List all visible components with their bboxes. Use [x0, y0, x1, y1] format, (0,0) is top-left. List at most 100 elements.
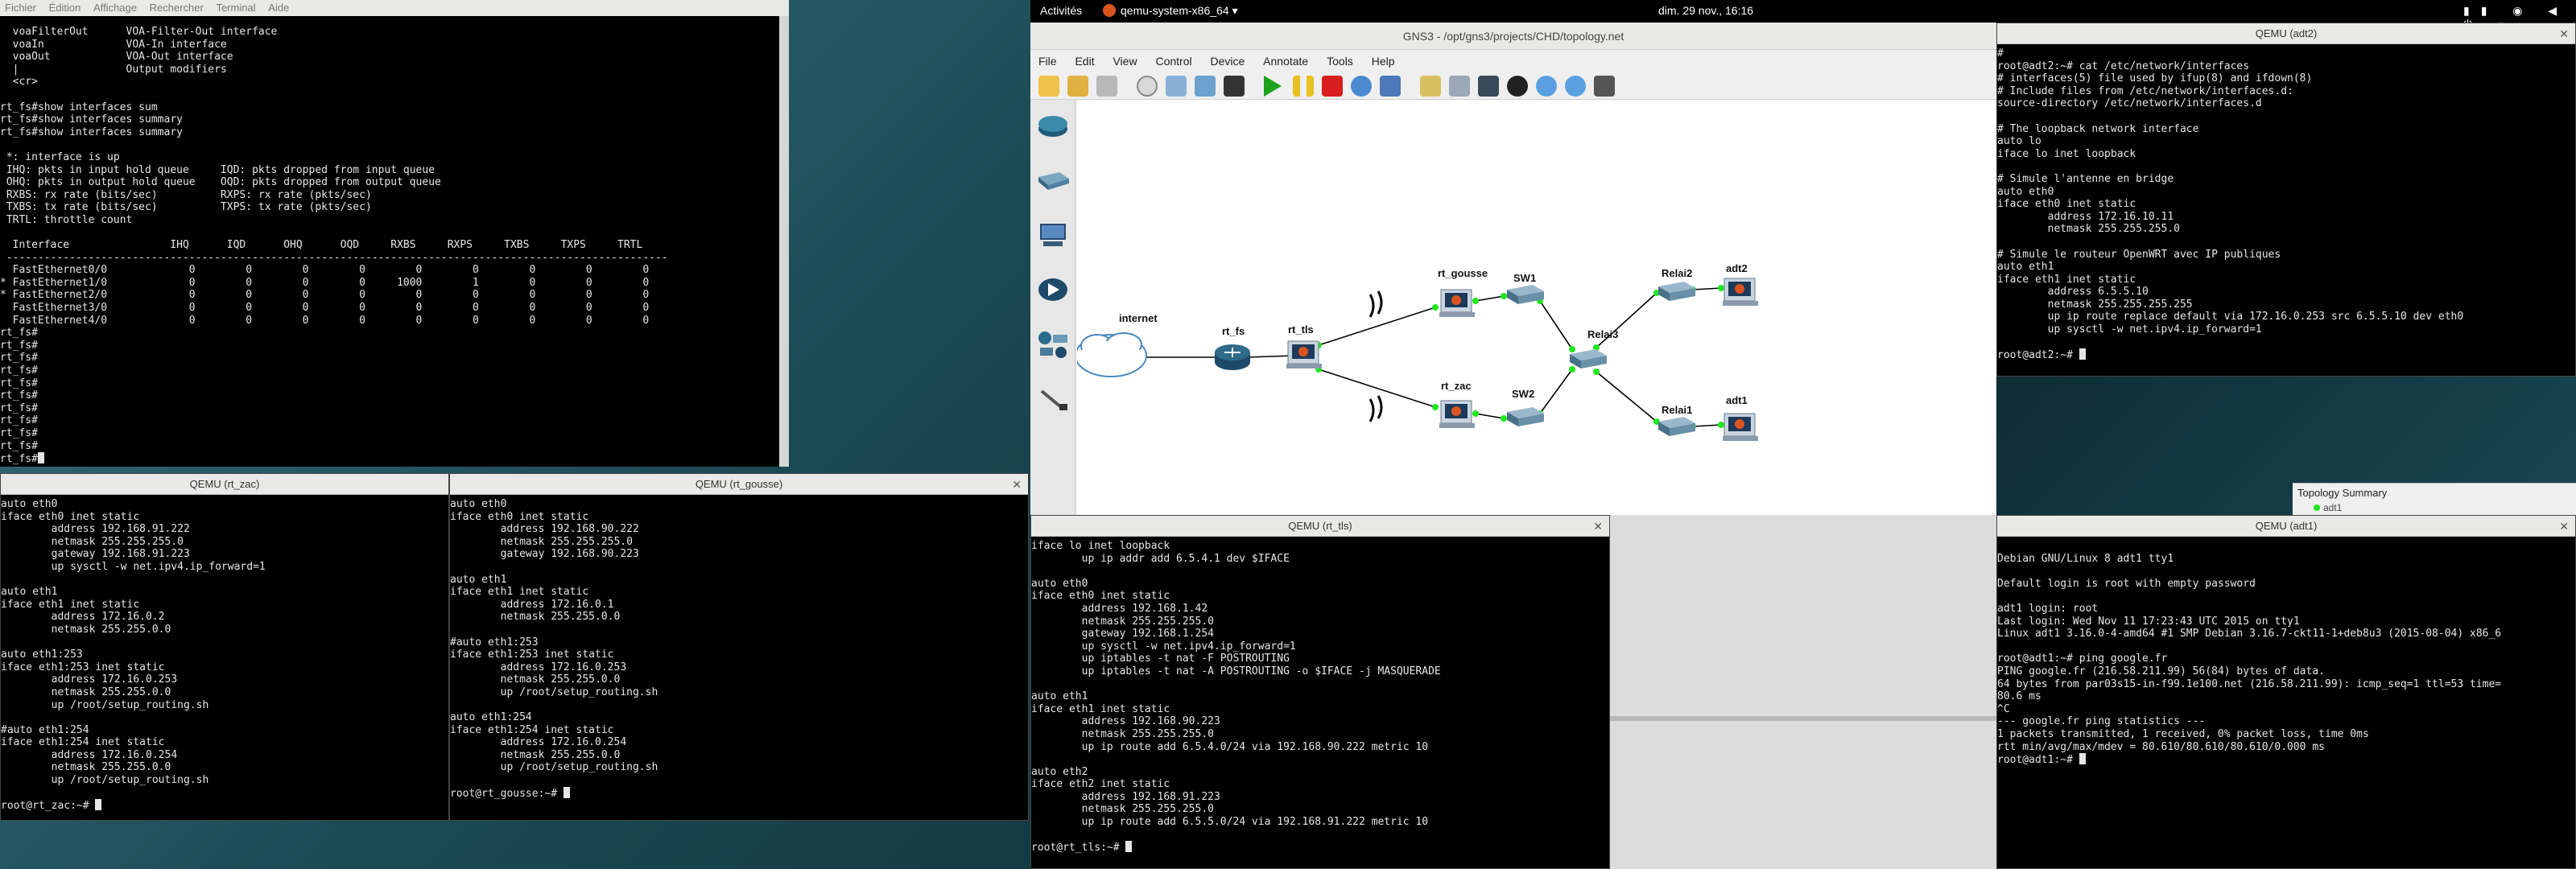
switch-relai1[interactable] [1658, 417, 1695, 436]
qemu-rt-gousse-titlebar[interactable]: QEMU (rt_gousse) ✕ [450, 474, 1028, 495]
qemu-adt2-window[interactable]: QEMU (adt2) ✕ # root@adt2:~# cat /etc/ne… [1996, 23, 2576, 377]
panel-splitter[interactable] [1610, 716, 1996, 721]
save-icon[interactable] [1096, 76, 1117, 97]
node-rt-gousse[interactable] [1439, 289, 1475, 317]
gns3-window[interactable]: GNS3 - /opt/gns3/projects/CHD/topology.n… [1030, 23, 1996, 515]
qemu-adt2-console[interactable]: # root@adt2:~# cat /etc/network/interfac… [1997, 44, 2575, 376]
settings-icon[interactable] [1166, 76, 1187, 97]
qemu-rt-tls-titlebar[interactable]: QEMU (rt_tls) ✕ [1031, 516, 1609, 537]
close-icon[interactable]: ✕ [2559, 520, 2569, 533]
router-rt-fs[interactable] [1215, 344, 1250, 370]
node-rt-zac[interactable] [1439, 400, 1475, 428]
terminal-line: iface eth0 inet static [1997, 198, 2136, 211]
topology-summary-panel[interactable]: Topology Summary adt1 [2293, 483, 2576, 515]
menu-tools[interactable]: Tools [1327, 55, 1353, 68]
node-adt2[interactable] [1723, 278, 1758, 306]
add-link-icon[interactable] [1035, 383, 1071, 415]
qemu-rt-gousse-console[interactable]: auto eth0 iface eth0 inet static address… [450, 495, 1028, 820]
ellipse-icon[interactable] [1507, 76, 1528, 97]
terminal-line: auto eth1 [1031, 690, 1088, 703]
virtualbox-icon[interactable] [1380, 76, 1401, 97]
window-title: QEMU (rt_tls) [1288, 520, 1352, 532]
console-icon[interactable] [1224, 76, 1245, 97]
close-icon[interactable]: ✕ [1012, 478, 1022, 491]
menu-annotate[interactable]: Annotate [1263, 55, 1309, 68]
label-rt-tls: rt_tls [1288, 323, 1314, 336]
zoom-out-icon[interactable] [1565, 76, 1586, 97]
qemu-adt1-window[interactable]: QEMU (adt1) ✕ Debian GNU/Linux 8 adt1 tt… [1996, 515, 2576, 869]
pause-icon[interactable] [1293, 76, 1314, 97]
stop-icon[interactable] [1322, 76, 1343, 97]
terminal-line: Default login is root with empty passwor… [1997, 577, 2256, 590]
close-icon[interactable]: ✕ [1593, 520, 1603, 533]
terminal-line: 64 bytes from par03s15-in-f99.1e100.net … [1997, 677, 2502, 690]
menu-view[interactable]: View [1113, 55, 1137, 68]
scrollbar[interactable] [779, 16, 789, 467]
top-panel: Activités qemu-system-x86_64 ▾ dim. 29 n… [1030, 0, 2576, 31]
new-project-icon[interactable] [1038, 76, 1059, 97]
all-devices-icon[interactable] [1035, 328, 1071, 360]
node-adt1[interactable] [1723, 413, 1758, 441]
menu-control[interactable]: Control [1155, 55, 1192, 68]
terminal-rt-fs-window[interactable]: Fichier Édition Affichage Rechercher Ter… [0, 0, 789, 467]
terminal-line: up iptables -t nat -F POSTROUTING [1081, 653, 1290, 665]
label-rt-gousse: rt_gousse [1438, 267, 1488, 279]
rectangle-icon[interactable] [1478, 76, 1499, 97]
clock-icon[interactable] [1137, 76, 1158, 97]
terminal-line: root@adt2:~# [1997, 349, 2079, 362]
router-icon[interactable] [1035, 109, 1071, 142]
gns3-menubar: File Edit View Control Device Annotate T… [1030, 50, 1996, 71]
qemu-adt1-console[interactable]: Debian GNU/Linux 8 adt1 tty1 Default log… [1997, 537, 2575, 868]
menu-file[interactable]: File [1038, 55, 1057, 68]
switch-sw1[interactable] [1507, 285, 1544, 304]
terminal-output[interactable]: voaFilterOut VOA-Filter-Out interface vo… [0, 26, 779, 467]
camera-icon[interactable] [1594, 76, 1615, 97]
qemu-rt-zac-titlebar[interactable]: QEMU (rt_zac) [1, 474, 448, 495]
terminal-line: voaFilterOut VOA-Filter-Out interface [12, 26, 278, 38]
qemu-rt-zac-console[interactable]: auto eth0 iface eth0 inet static address… [1, 495, 448, 820]
label-adt2: adt2 [1726, 262, 1748, 274]
switch-icon[interactable] [1035, 164, 1071, 196]
close-icon[interactable]: ✕ [2559, 27, 2569, 40]
gns3-titlebar[interactable]: GNS3 - /opt/gns3/projects/CHD/topology.n… [1030, 23, 1996, 50]
screenshot-icon[interactable] [1449, 76, 1470, 97]
menu-fichier[interactable]: Fichier [5, 2, 37, 14]
qemu-rt-tls-console[interactable]: iface lo inet loopback up ip addr add 6.… [1031, 537, 1609, 868]
terminal-line: auto eth1 [1997, 261, 2054, 274]
clock[interactable]: dim. 29 nov., 16:16 [1658, 4, 1754, 17]
play-icon[interactable] [1264, 76, 1282, 97]
topology-canvas[interactable]: internet rt_fs rt_tls rt_gousse rt_zac S… [1075, 100, 1996, 515]
menu-aide[interactable]: Aide [268, 2, 290, 14]
menu-device[interactable]: Device [1210, 55, 1245, 68]
note-icon[interactable] [1420, 76, 1441, 97]
switch-sw2[interactable] [1507, 407, 1544, 426]
open-folder-icon[interactable] [1067, 76, 1088, 97]
network-icon[interactable] [1195, 76, 1216, 97]
topology-summary-item[interactable]: adt1 [2293, 502, 2576, 513]
terminal-line: netmask 255.255.0.0 [500, 611, 621, 624]
topology-graph: internet rt_fs rt_tls rt_gousse rt_zac S… [1075, 262, 1758, 441]
reload-icon[interactable] [1351, 76, 1372, 97]
security-device-icon[interactable] [1035, 274, 1071, 306]
menu-affichage[interactable]: Affichage [93, 2, 137, 14]
menu-help[interactable]: Help [1371, 55, 1395, 68]
terminal-line: <cr> [12, 76, 38, 89]
qemu-rt-tls-window[interactable]: QEMU (rt_tls) ✕ iface lo inet loopback u… [1030, 515, 1610, 869]
app-menu[interactable]: qemu-system-x86_64 ▾ [1103, 4, 1238, 18]
switch-relai2[interactable] [1658, 282, 1695, 301]
menu-edition[interactable]: Édition [48, 2, 81, 14]
cloud-internet[interactable] [1075, 332, 1147, 377]
qemu-adt1-titlebar[interactable]: QEMU (adt1) ✕ [1997, 516, 2575, 537]
terminal-line: address 172.16.0.254 [500, 736, 627, 749]
menu-edit[interactable]: Edit [1075, 55, 1095, 68]
menu-rechercher[interactable]: Rechercher [149, 2, 204, 14]
qemu-rt-zac-window[interactable]: QEMU (rt_zac) auto eth0 iface eth0 inet … [0, 473, 449, 821]
qemu-adt2-titlebar[interactable]: QEMU (adt2) ✕ [1997, 23, 2575, 44]
computer-icon[interactable] [1035, 219, 1071, 251]
activities-button[interactable]: Activités [1040, 4, 1083, 17]
menu-terminal[interactable]: Terminal [216, 2, 256, 14]
zoom-in-icon[interactable] [1536, 76, 1557, 97]
node-rt-tls[interactable] [1286, 340, 1322, 369]
qemu-rt-gousse-window[interactable]: QEMU (rt_gousse) ✕ auto eth0 iface eth0 … [449, 473, 1029, 821]
switch-relai3[interactable] [1570, 349, 1607, 369]
